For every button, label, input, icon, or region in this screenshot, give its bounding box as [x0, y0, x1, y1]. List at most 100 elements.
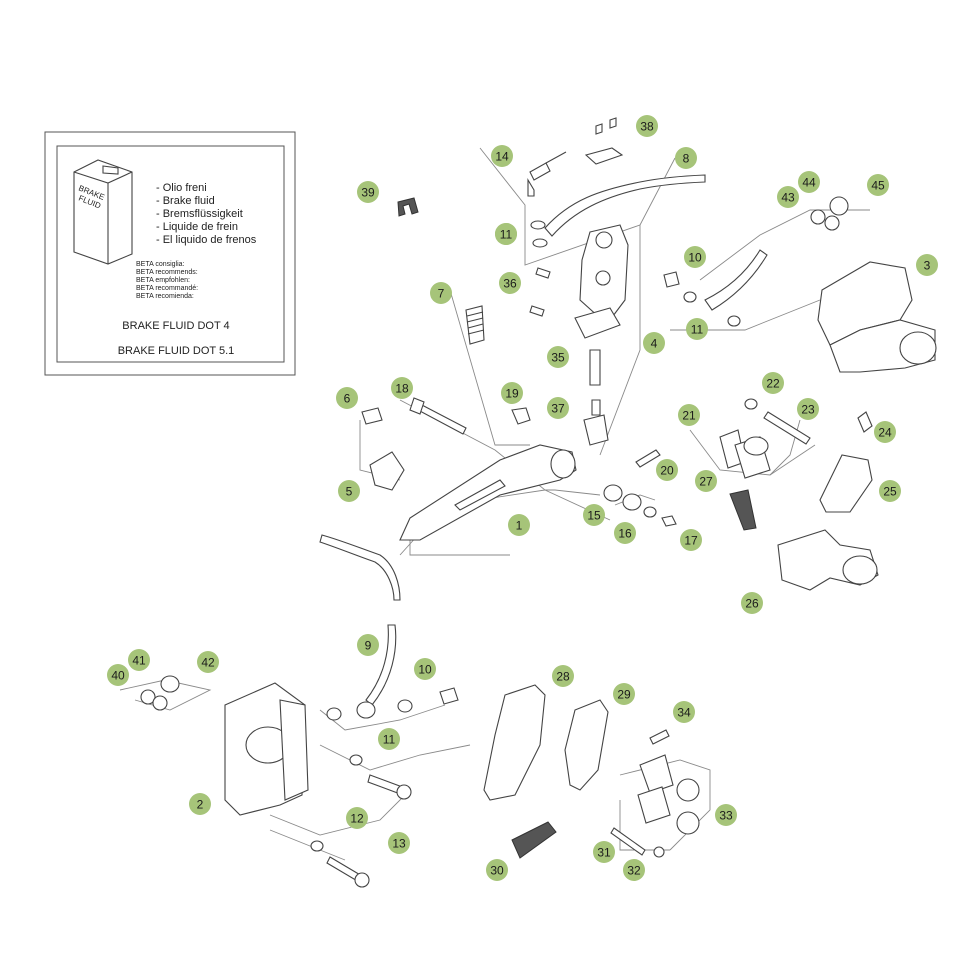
part-37-clevis — [583, 414, 609, 446]
part-3-rear-caliper — [817, 261, 937, 373]
part-41-plug — [152, 695, 168, 711]
callout-28: 28 — [552, 665, 574, 687]
part-29-brake-pad — [564, 699, 609, 791]
callout-number: 17 — [684, 534, 698, 548]
callout-circle — [874, 421, 896, 443]
part-23-slide-pin — [763, 411, 811, 445]
callout-30: 30 — [486, 859, 508, 881]
callout-9: 9 — [357, 634, 379, 656]
fluid-name-es: - El liquido de frenos — [156, 234, 257, 246]
callout-circle — [430, 282, 452, 304]
part-14-banjo-bolt — [527, 151, 567, 197]
callout-number: 41 — [132, 654, 146, 668]
part-36-bolt — [535, 267, 551, 279]
callout-number: 5 — [346, 485, 353, 499]
callout-number: 20 — [660, 464, 674, 478]
callout-number: 8 — [683, 152, 690, 166]
callout-number: 44 — [802, 176, 816, 190]
callout-15: 15 — [583, 504, 605, 526]
callout-34: 34 — [673, 701, 695, 723]
callout-number: 28 — [556, 670, 570, 684]
callout-number: 16 — [618, 527, 632, 541]
part-15-bushing — [622, 493, 642, 511]
callout-circle — [357, 634, 379, 656]
part-36-bolt — [529, 305, 545, 317]
part-20-pin — [635, 449, 661, 468]
recommends-fr: BETA recommandé: — [136, 285, 198, 292]
callout-number: 10 — [418, 663, 432, 677]
callout-circle — [357, 181, 379, 203]
brake-fluid-bottle-icon: BRAKE FLUID — [73, 159, 133, 265]
callout-circle — [686, 318, 708, 340]
part-11-washer — [326, 707, 342, 721]
callout-circle — [491, 145, 513, 167]
callout-circle — [552, 665, 574, 687]
fluid-name-it: - Olio freni — [156, 182, 207, 194]
part-7-spring — [465, 305, 485, 345]
callout-3: 3 — [916, 254, 938, 276]
callout-number: 22 — [766, 377, 780, 391]
callout-circle — [391, 377, 413, 399]
callout-circle — [499, 272, 521, 294]
callout-circle — [388, 832, 410, 854]
callout-circle — [675, 147, 697, 169]
callout-24: 24 — [874, 421, 896, 443]
part-6-nut — [361, 407, 383, 425]
callout-18: 18 — [391, 377, 413, 399]
part-28-brake-pad — [483, 684, 546, 801]
callout-circle — [613, 683, 635, 705]
callout-number: 33 — [719, 809, 733, 823]
callout-number: 34 — [677, 706, 691, 720]
callout-circle — [623, 859, 645, 881]
callout-37: 37 — [547, 397, 569, 419]
part-31-pin — [610, 827, 646, 856]
callout-circle — [797, 398, 819, 420]
part-11-washer — [683, 291, 697, 303]
callout-circle — [879, 480, 901, 502]
callout-number: 25 — [883, 485, 897, 499]
callout-39: 39 — [357, 181, 379, 203]
part-27-pad-spring — [729, 489, 757, 531]
part-34-bleeder — [649, 729, 670, 745]
part-18-pivot-bolt — [417, 403, 467, 435]
part-42-plug — [160, 675, 180, 693]
callout-number: 19 — [505, 387, 519, 401]
callout-29: 29 — [613, 683, 635, 705]
callout-number: 2 — [197, 798, 204, 812]
callout-2: 2 — [189, 793, 211, 815]
callout-1: 1 — [508, 514, 530, 536]
callout-14: 14 — [491, 145, 513, 167]
recommends-es: BETA recomienda: — [136, 293, 194, 300]
callout-8: 8 — [675, 147, 697, 169]
callout-circle — [593, 841, 615, 863]
callout-circle — [414, 658, 436, 680]
callout-41: 41 — [128, 649, 150, 671]
callout-circle — [508, 514, 530, 536]
callout-27: 27 — [695, 470, 717, 492]
part-43-plug — [810, 209, 826, 225]
recommends-en: BETA recommends: — [136, 269, 198, 276]
callout-44: 44 — [798, 171, 820, 193]
callout-circle — [916, 254, 938, 276]
callout-17: 17 — [680, 529, 702, 551]
part-10-banjo-bolt — [663, 271, 680, 288]
callout-43: 43 — [777, 186, 799, 208]
callout-number: 18 — [395, 382, 409, 396]
callout-number: 4 — [651, 337, 658, 351]
callout-number: 11 — [383, 733, 396, 747]
part-24-bleeder — [857, 411, 873, 433]
callout-45: 45 — [867, 174, 889, 196]
callout-11: 11 — [686, 318, 708, 340]
callout-number: 1 — [516, 519, 523, 533]
callout-6: 6 — [336, 387, 358, 409]
callout-circle — [197, 651, 219, 673]
callout-number: 10 — [688, 251, 702, 265]
callout-number: 26 — [745, 597, 759, 611]
callout-number: 6 — [344, 392, 351, 406]
fluid-name-fr: - Liquide de frein — [156, 221, 238, 233]
part-master-cylinder — [574, 224, 629, 339]
callout-circle — [798, 171, 820, 193]
callout-number: 23 — [801, 403, 815, 417]
callout-12: 12 — [346, 807, 368, 829]
